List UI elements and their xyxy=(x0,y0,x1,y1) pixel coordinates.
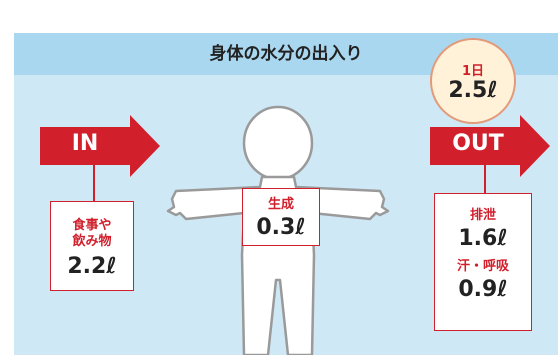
sweat-breath-value: 0.9ℓ xyxy=(458,277,508,302)
daily-total-badge: 1日 2.5ℓ xyxy=(430,38,516,124)
generation-value: 0.3ℓ xyxy=(256,215,306,240)
generation-box: 生成 0.3ℓ xyxy=(242,188,320,246)
intake-label-line2: 飲み物 xyxy=(72,234,112,249)
out-arrow-label: OUT xyxy=(452,131,504,156)
in-arrow-label: IN xyxy=(71,131,99,156)
intake-box: 食事や 飲み物 2.2ℓ xyxy=(50,201,134,291)
diagram-title: 身体の水分の出入り xyxy=(209,44,363,64)
excretion-label: 排泄 xyxy=(469,208,496,223)
intake-label-line1: 食事や xyxy=(72,218,112,233)
generation-label: 生成 xyxy=(267,197,294,212)
badge-value: 2.5ℓ xyxy=(448,78,498,103)
out-connector xyxy=(484,165,486,195)
output-box: 排泄 1.6ℓ 汗・呼吸 0.9ℓ xyxy=(434,193,532,331)
water-balance-panel: 身体の水分の出入り IN OUT 1日 2.5ℓ 食事や 飲み物 2.2ℓ 生成… xyxy=(14,33,558,355)
sweat-breath-label: 汗・呼吸 xyxy=(456,259,509,274)
out-arrow xyxy=(430,115,550,177)
in-arrow xyxy=(40,115,160,177)
human-figure xyxy=(166,105,390,355)
excretion-value: 1.6ℓ xyxy=(458,226,508,251)
badge-label: 1日 xyxy=(461,64,485,79)
intake-value: 2.2ℓ xyxy=(67,254,117,279)
in-connector xyxy=(93,165,95,203)
